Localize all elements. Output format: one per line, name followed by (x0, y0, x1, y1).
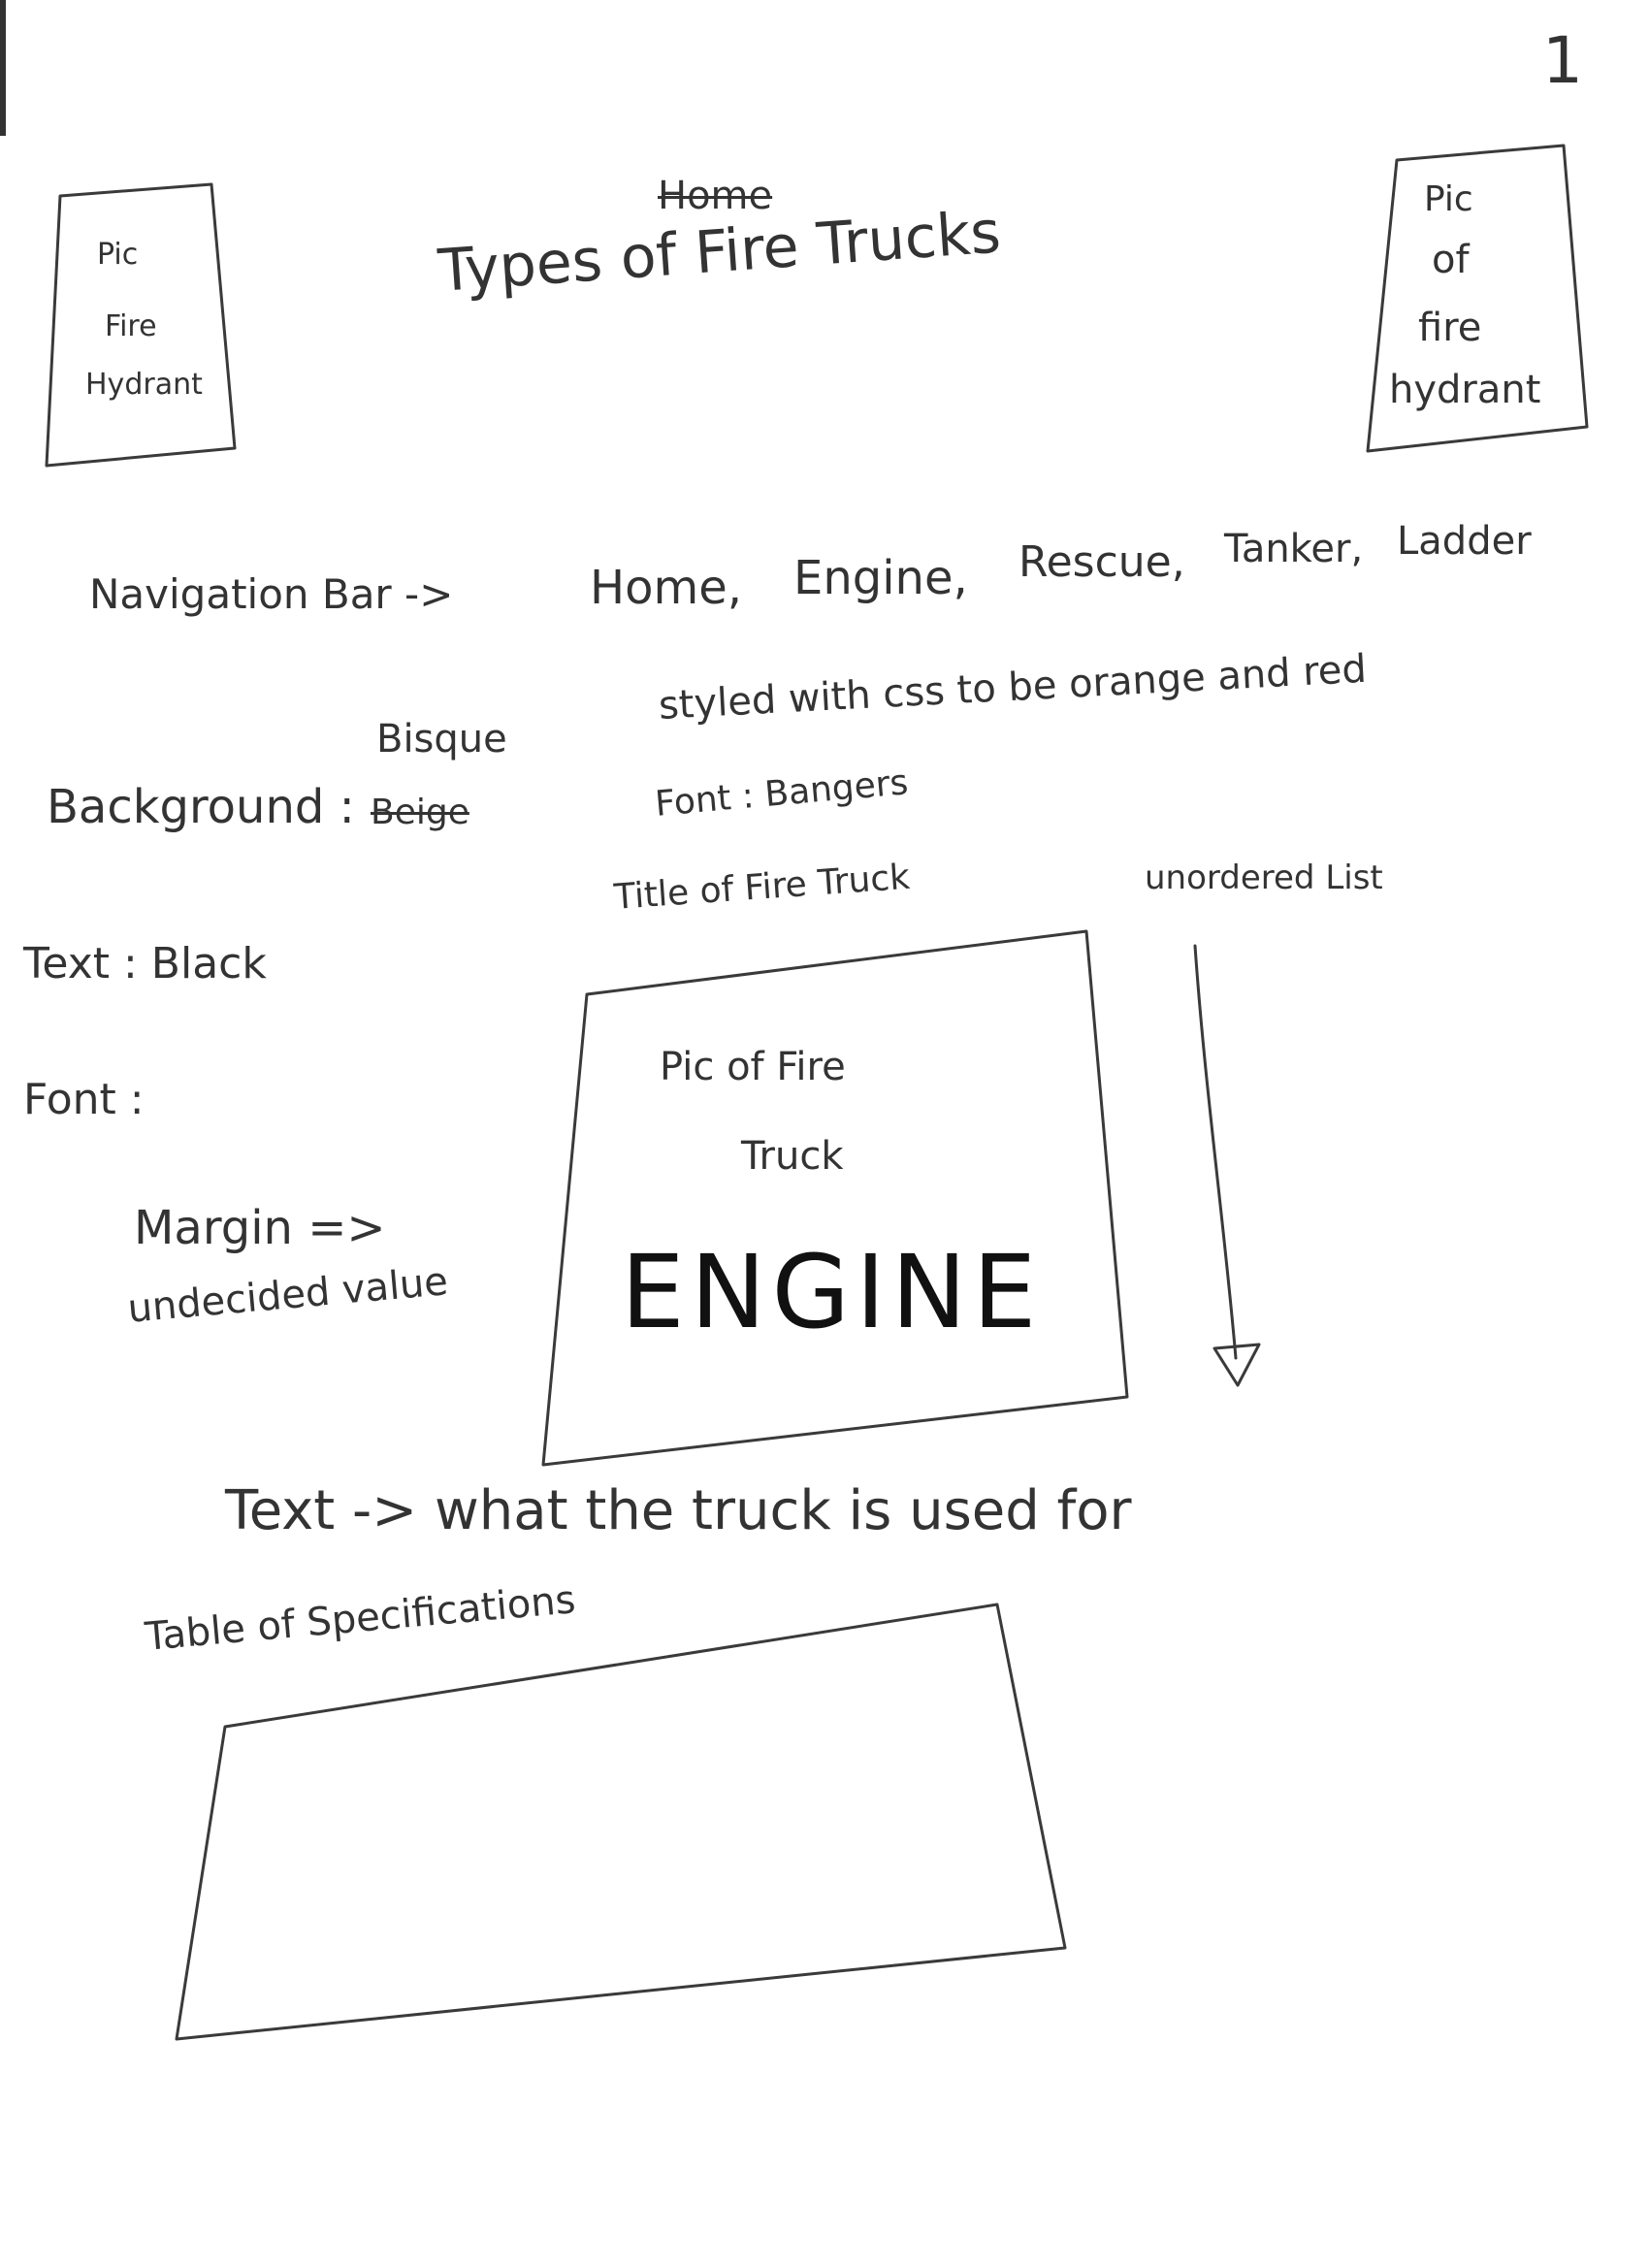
crossed-out-heading: Home (658, 174, 773, 218)
left-box-line-2: Fire (105, 309, 157, 343)
truck-image-box (541, 929, 1129, 1467)
margin-label: Margin => (134, 1201, 386, 1255)
spec-table-box (175, 1603, 1067, 2041)
font-label: Font : (23, 1075, 145, 1124)
text-color-label: Text : Black (23, 939, 267, 988)
nav-item-engine: Engine, (793, 551, 968, 605)
right-box-line-1: Pic (1424, 179, 1473, 219)
right-box-line-4: hydrant (1389, 368, 1541, 412)
nav-item-home: Home, (590, 561, 743, 615)
left-box-line-1: Pic (97, 238, 139, 272)
truck-box-line-1: Pic of Fire (660, 1045, 846, 1089)
list-arrow-head (1212, 1343, 1261, 1387)
left-image-box (45, 182, 237, 468)
right-box-line-3: fire (1418, 306, 1482, 350)
nav-item-ladder: Ladder (1397, 519, 1532, 564)
truck-box-line-2: Truck (741, 1134, 844, 1179)
right-image-box (1366, 144, 1589, 453)
right-box-line-2: of (1432, 238, 1470, 282)
nav-label: Navigation Bar -> (89, 570, 454, 618)
left-box-line-3: Hydrant (85, 368, 203, 402)
page-edge-mark (0, 0, 6, 136)
background-crossed-value: Beige (371, 793, 469, 832)
background-label: Background : (47, 780, 355, 834)
nav-item-tanker: Tanker, (1224, 527, 1364, 571)
description-note: Text -> what the truck is used for (225, 1479, 1132, 1542)
truck-name: ENGINE (621, 1233, 1043, 1351)
nav-item-rescue: Rescue, (1018, 537, 1185, 587)
list-arrow-line (1193, 944, 1238, 1360)
background-value: Bisque (376, 717, 507, 761)
unordered-list-label: unordered List (1145, 859, 1383, 897)
page-number: 1 (1542, 23, 1583, 98)
